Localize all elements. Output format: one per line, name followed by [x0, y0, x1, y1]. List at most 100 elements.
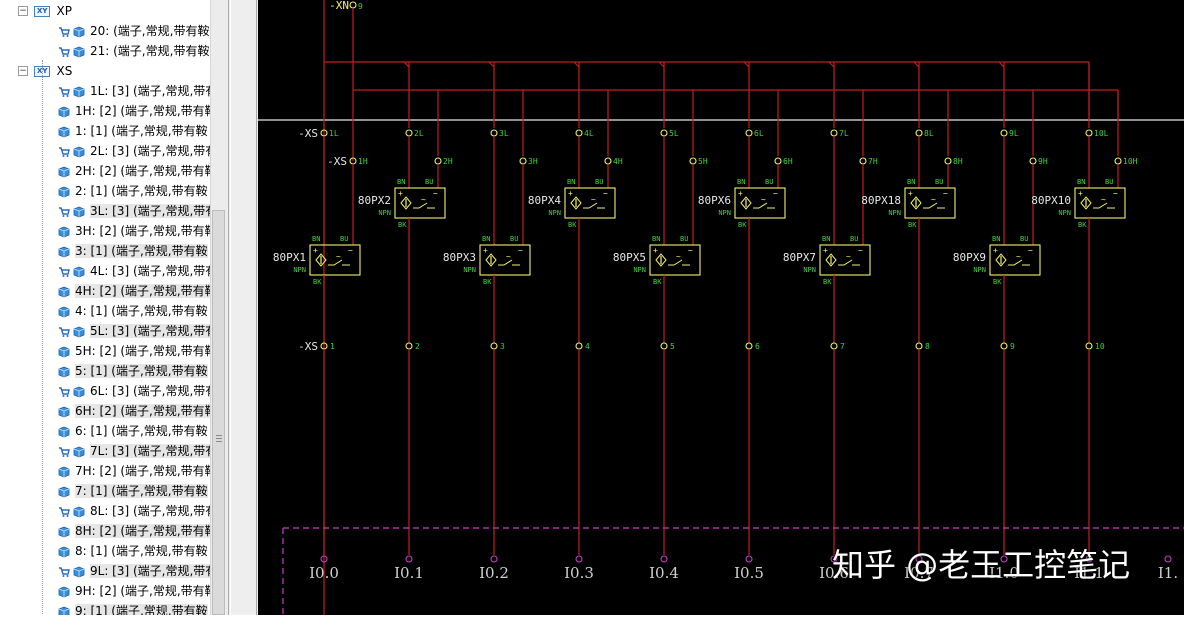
tree-item[interactable]: 8L: [3] (端子,常规,带有	[58, 501, 210, 521]
tree-item[interactable]: 8H: [2] (端子,常规,带有鞍	[57, 521, 210, 541]
pin-label: BN	[482, 235, 490, 243]
collapse-icon[interactable]: −	[18, 66, 28, 76]
tree-item[interactable]: 6: [1] (端子,常规,带有鞍	[57, 421, 208, 441]
plc-io-label: I1.1	[1074, 564, 1104, 582]
pin-label: +	[823, 246, 828, 255]
tree-item[interactable]: 5L: [3] (端子,常规,带有	[58, 321, 210, 341]
cart-cube-icon	[58, 504, 90, 518]
switch-symbol-icon: ~	[506, 252, 511, 261]
tree-item[interactable]: 1H: [2] (端子,常规,带有鞍	[57, 101, 210, 121]
tree-item-label: 9H: [2] (端子,常规,带有鞍	[75, 584, 210, 598]
plc-io-label: I0.6	[819, 564, 849, 582]
switch-symbol-icon	[923, 202, 945, 209]
wire	[743, 61, 750, 68]
switch-symbol-icon	[413, 202, 435, 209]
tree-item[interactable]: 3L: [3] (端子,常规,带有	[58, 201, 210, 221]
sensor-type: NPN	[718, 209, 731, 217]
sensor-box	[649, 244, 701, 276]
tree-item[interactable]: 2L: [3] (端子,常规,带有	[58, 141, 210, 161]
cube-icon	[57, 224, 75, 238]
tree-item[interactable]: 1: [1] (端子,常规,带有鞍	[57, 121, 208, 141]
sensor-box	[819, 244, 871, 276]
terminal-number: 10	[1095, 342, 1105, 351]
terminal-number: 2	[415, 342, 420, 351]
terminal	[405, 342, 413, 350]
tree-item[interactable]: 4: [1] (端子,常规,带有鞍	[57, 301, 208, 321]
cart-cube-icon	[58, 144, 90, 158]
tree-item-label: 8H: [2] (端子,常规,带有鞍	[75, 524, 210, 538]
sensor-name: 80PX7	[783, 251, 816, 264]
terminal-number: 4L	[584, 129, 594, 138]
tree-item-label: 3L: [3] (端子,常规,带有	[90, 204, 210, 218]
sensor-name: 80PX5	[613, 251, 646, 264]
terminal-number: 1	[330, 342, 335, 351]
cube-icon	[57, 104, 75, 118]
sensor-symbol-icon	[995, 253, 1007, 267]
tree-item[interactable]: 6L: [3] (端子,常规,带有	[58, 381, 210, 401]
tree-item[interactable]: 9: [1] (端子,常规,带有鞍	[57, 601, 208, 615]
strip-label: -XS	[298, 340, 318, 353]
tree-item[interactable]: 5: [1] (端子,常规,带有鞍	[57, 361, 208, 381]
sensor-box	[989, 244, 1041, 276]
tree-item[interactable]: 9H: [2] (端子,常规,带有鞍	[57, 581, 210, 601]
tree-item[interactable]: 4L: [3] (端子,常规,带有	[58, 261, 210, 281]
sensor-name: 80PX2	[358, 194, 391, 207]
sensor-name: 80PX9	[953, 251, 986, 264]
sensor-box	[309, 244, 361, 276]
tree-item[interactable]: 4H: [2] (端子,常规,带有鞍	[57, 281, 210, 301]
plc-input-point	[830, 555, 838, 563]
cart-cube-icon	[58, 444, 90, 458]
tree-guide-line	[42, 60, 44, 615]
tree-item[interactable]: 7H: [2] (端子,常规,带有鞍	[57, 461, 210, 481]
terminal-number: 3H	[528, 157, 538, 166]
sensor-name: 80PX3	[443, 251, 476, 264]
tree-scrollbar[interactable]	[210, 0, 227, 615]
tree-item[interactable]: 2: [1] (端子,常规,带有鞍	[57, 181, 208, 201]
tree-item[interactable]: 21: (端子,常规,带有鞍	[58, 41, 209, 61]
tree-item[interactable]: 5H: [2] (端子,常规,带有鞍	[57, 341, 210, 361]
strip-label: -XS	[327, 155, 347, 168]
pin-label: −	[518, 246, 523, 255]
tree-item-label: 2: [1] (端子,常规,带有鞍	[75, 184, 208, 198]
tree-item-label: 1: [1] (端子,常规,带有鞍	[75, 124, 208, 138]
pin-label: BK	[568, 221, 577, 229]
tree-item[interactable]: 7: [1] (端子,常规,带有鞍	[57, 481, 208, 501]
terminal-number: 3	[500, 342, 505, 351]
panel-splitter[interactable]	[227, 0, 258, 615]
plc-input-point	[1085, 555, 1093, 563]
collapse-icon[interactable]: −	[18, 6, 28, 16]
tree-item-label: 4: [1] (端子,常规,带有鞍	[75, 304, 208, 318]
terminal-number: 5L	[669, 129, 679, 138]
sensor-name: 80PX18	[861, 194, 901, 207]
tree-item[interactable]: 7L: [3] (端子,常规,带有	[58, 441, 210, 461]
switch-symbol-icon	[838, 259, 860, 266]
pin-label: BU	[340, 235, 348, 243]
pin-label: BN	[992, 235, 1000, 243]
tree-item[interactable]: 8: [1] (端子,常规,带有鞍	[57, 541, 208, 561]
tree-item[interactable]: 9L: [3] (端子,常规,带有	[58, 561, 210, 581]
tree-scrollbar-thumb[interactable]	[212, 210, 225, 615]
tree-item[interactable]: 3: [1] (端子,常规,带有鞍	[57, 241, 208, 261]
pin-label: −	[348, 246, 353, 255]
tree-item-label: 8: [1] (端子,常规,带有鞍	[75, 544, 208, 558]
pin-label: BK	[398, 221, 407, 229]
sensor-box	[564, 187, 616, 219]
sensor-type: NPN	[548, 209, 561, 217]
cart-cube-icon	[58, 204, 90, 218]
tree-item[interactable]: 6H: [2] (端子,常规,带有鞍	[57, 401, 210, 421]
tree-item[interactable]: 20: (端子,常规,带有鞍	[58, 21, 209, 41]
tree-item[interactable]: 1L: [3] (端子,常规,带有	[58, 81, 210, 101]
cart-cube-icon	[58, 384, 90, 398]
pin-label: BU	[510, 235, 518, 243]
tree-item-label: 5H: [2] (端子,常规,带有鞍	[75, 344, 210, 358]
terminal-number: 7	[840, 342, 845, 351]
pin-label: −	[1113, 189, 1118, 198]
switch-symbol-icon	[753, 202, 775, 209]
tree-item[interactable]: 2H: [2] (端子,常规,带有鞍	[57, 161, 210, 181]
tree-item[interactable]: 3H: [2] (端子,常规,带有鞍	[57, 221, 210, 241]
terminal	[434, 157, 442, 165]
cube-icon	[57, 364, 75, 378]
